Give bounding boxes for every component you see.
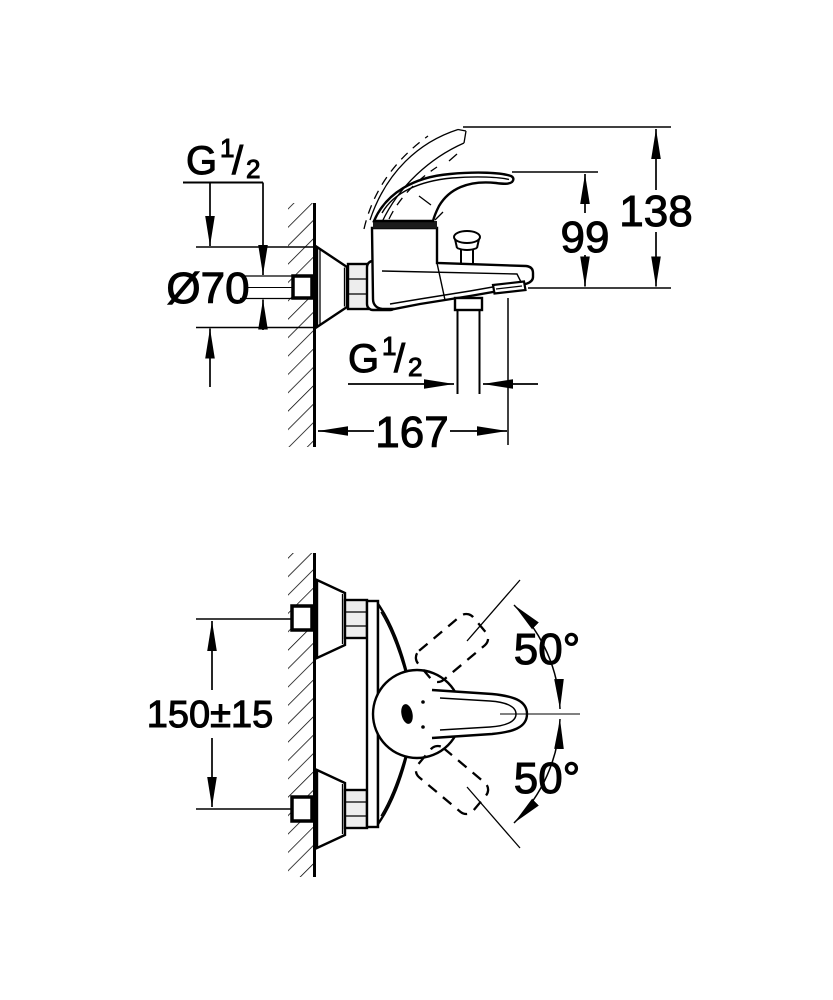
wall-section-side	[288, 203, 316, 447]
dim-swivel-angles: 50° 50°	[466, 579, 581, 849]
angle-line-upper	[466, 579, 521, 642]
knob-stem	[460, 250, 474, 264]
dim-outlet-thread: G 1 / 2	[348, 320, 538, 389]
lever-ghost-upper	[414, 612, 490, 684]
aerator-outlet	[491, 280, 527, 295]
dim-connection-distance: 150±15	[146, 618, 291, 810]
union-nut-side	[346, 262, 370, 311]
dim-escutcheon-diameter: Ø70	[166, 183, 314, 387]
outlet-thread-label: G 1 / 2	[348, 320, 422, 382]
angle-arc-lower	[513, 718, 564, 824]
lever-blade	[372, 171, 515, 223]
hex-nut	[346, 262, 370, 311]
detail-dot	[421, 700, 425, 704]
cartridge-cap-band	[373, 221, 437, 229]
angle-line-lower	[466, 786, 521, 849]
aerator-line	[495, 285, 523, 290]
outlet-collar	[453, 296, 484, 312]
body-spout-junction-line	[436, 262, 446, 301]
swivel-angle-upper-label: 50°	[514, 625, 581, 674]
dim-height-99: 99	[512, 171, 610, 287]
body-and-spout-outline	[370, 226, 535, 311]
detail-dot	[421, 725, 425, 729]
raised-lever-tip	[457, 128, 467, 144]
projection-167-label: 167	[375, 408, 448, 457]
inlet-thread-label: G 1 / 2	[186, 122, 260, 184]
faucet-body-plan	[365, 599, 529, 829]
knob-cap-side	[454, 238, 480, 251]
inlet-square-fitting	[291, 274, 314, 300]
escutcheon-cone-top	[315, 578, 347, 660]
diverter-knob	[453, 230, 481, 264]
outlet-pipe-lines	[456, 310, 481, 394]
hex-nut-bottom	[343, 788, 369, 830]
height-138-label: 138	[619, 187, 692, 236]
swing-arc-dashed	[363, 135, 429, 230]
escutcheon-cone	[315, 244, 349, 330]
dim-inlet-thread: G 1 / 2	[183, 122, 292, 330]
inlet-connection-side	[248, 274, 318, 300]
lever-swing-ghosts	[414, 612, 490, 816]
raised-lever-outline	[369, 128, 459, 221]
lever-blade-inner-line	[381, 176, 510, 214]
lever-handle-raised-ghost	[363, 128, 467, 230]
side-view: G 1 / 2 Ø70 99	[166, 122, 693, 458]
shower-outlet-side	[453, 296, 484, 394]
plan-view: 50° 50° 150±15	[146, 553, 581, 877]
supply-connections-plan	[290, 578, 369, 850]
swivel-angle-lower-label: 50°	[514, 754, 581, 803]
lever-hole	[401, 704, 413, 724]
dim-projection-167: 167	[318, 298, 509, 458]
lever-handle-side	[372, 171, 515, 223]
swing-arc-dashed	[388, 166, 438, 220]
dim-height-138: 138	[463, 126, 693, 289]
faucet-body-side	[365, 221, 535, 312]
wall-section-plan	[288, 553, 316, 877]
height-99-label: 99	[561, 213, 610, 262]
inlet-square-fitting-top	[290, 604, 314, 632]
connection-distance-label: 150±15	[147, 694, 274, 736]
angle-arc-upper	[513, 604, 564, 710]
s-union-escutcheon-side	[315, 244, 349, 330]
inlet-square-fitting-bottom	[290, 795, 314, 823]
wall-hatching	[288, 553, 314, 877]
escutcheon-cone-bottom	[315, 768, 347, 850]
wall-hatching	[288, 203, 314, 447]
swing-tick-dashes	[418, 153, 458, 221]
hex-nut-top	[343, 598, 369, 640]
knob-cap	[453, 230, 481, 244]
raised-lever-outline	[381, 142, 465, 223]
lever-ghost-lower	[414, 744, 490, 816]
escutcheon-diameter-label: Ø70	[166, 264, 249, 313]
